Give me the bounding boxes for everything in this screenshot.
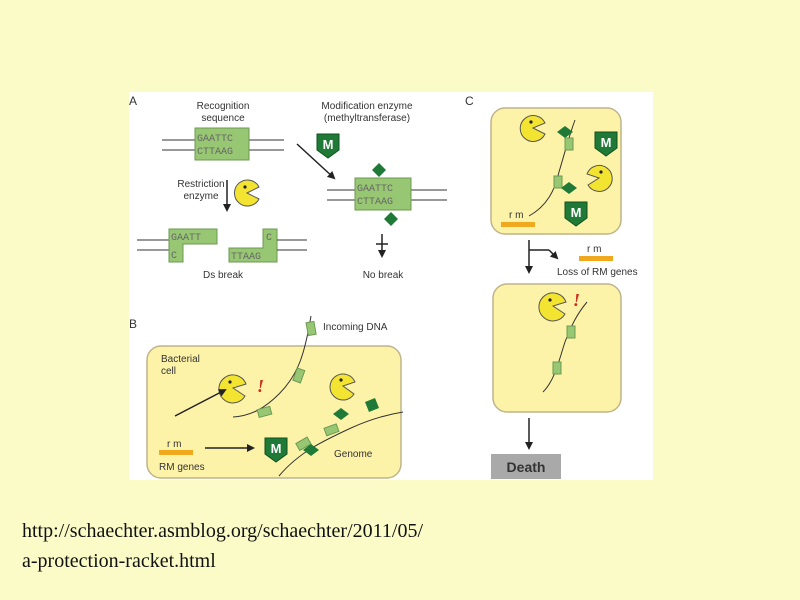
cut-dna-left: GAATT C bbox=[137, 228, 218, 263]
methyl-mark-icon bbox=[557, 126, 573, 138]
source-url-line2: a-protection-racket.html bbox=[22, 550, 216, 572]
methylated-dna: GAATTC CTTAAG bbox=[327, 163, 447, 226]
genome-label: Genome bbox=[334, 449, 373, 460]
restriction-enzyme-label-line1: Restriction bbox=[177, 179, 224, 190]
methyltransferase-icon: M bbox=[264, 437, 288, 463]
cut-left-top: GAATT bbox=[171, 233, 201, 244]
exclaim-mark: ! bbox=[573, 290, 580, 310]
seq-bottom: CTTAAG bbox=[197, 147, 233, 158]
seq-top: GAATTC bbox=[197, 134, 233, 145]
methyl-mark-icon bbox=[384, 212, 398, 226]
loss-of-rm-genes-label: Loss of RM genes bbox=[557, 267, 638, 278]
restriction-enzyme-icon bbox=[586, 164, 613, 192]
panel-c-label: C bbox=[465, 94, 474, 108]
m-letter: M bbox=[271, 441, 282, 456]
exclaim-mark: ! bbox=[257, 376, 264, 396]
source-url-line1: http://schaechter.asmblog.org/schaechter… bbox=[22, 520, 424, 542]
m-letter: M bbox=[601, 135, 612, 150]
incoming-dna-strand bbox=[232, 315, 317, 419]
incoming-dna-label: Incoming DNA bbox=[323, 322, 388, 333]
cut-dna-right: C TTAAG bbox=[228, 228, 307, 263]
bacterial-cell-label-line1: Bacterial bbox=[161, 354, 200, 365]
bacterial-cell-label-line2: cell bbox=[161, 366, 176, 377]
rm-genes-bar bbox=[159, 450, 193, 455]
death-box bbox=[491, 454, 561, 479]
cell-without-rm-genes bbox=[492, 283, 622, 413]
cell-dna-strand-unprotected bbox=[542, 301, 588, 393]
rm-gene-letters: r m bbox=[167, 439, 181, 450]
rm-system-figure: A Recognition sequence GAATTC CTTAAG Res… bbox=[129, 92, 653, 480]
restriction-enzyme-label-line2: enzyme bbox=[183, 191, 218, 202]
ds-break-label: Ds break bbox=[203, 270, 244, 281]
recognition-sequence-label-line1: Recognition bbox=[197, 101, 250, 112]
cut-right-top: C bbox=[266, 233, 272, 244]
restriction-enzyme-icon bbox=[329, 373, 356, 401]
methyltransferase-icon: M bbox=[316, 133, 340, 159]
cut-right-bottom: TTAAG bbox=[231, 252, 261, 263]
methylated-seq-bottom: CTTAAG bbox=[357, 197, 393, 208]
methylated-seq-top: GAATTC bbox=[357, 184, 393, 195]
rm-gene-letters-cell: r m bbox=[509, 210, 523, 221]
modification-enzyme-label-line1: Modification enzyme bbox=[321, 101, 413, 112]
m-letter: M bbox=[571, 205, 582, 220]
methyl-mark-icon bbox=[303, 444, 319, 456]
restriction-enzyme-icon bbox=[538, 292, 567, 322]
recognition-sequence-dna: GAATTC CTTAAG bbox=[162, 127, 284, 161]
recognition-sequence-label-line2: sequence bbox=[201, 113, 245, 124]
restriction-enzyme-icon bbox=[233, 179, 260, 207]
methyl-mark-icon bbox=[365, 398, 379, 412]
cell-dna-strand bbox=[528, 119, 577, 217]
cut-left-bottom: C bbox=[171, 251, 177, 262]
rm-genes-label: RM genes bbox=[159, 462, 205, 473]
source-url[interactable]: http://schaechter.asmblog.org/schaechter… bbox=[22, 516, 423, 576]
no-break-arrow bbox=[376, 234, 388, 258]
methyltransferase-icon: M bbox=[564, 201, 588, 227]
panel-a-label: A bbox=[129, 94, 137, 108]
panel-b-label: B bbox=[129, 317, 137, 331]
methyltransferase-icon: M bbox=[594, 131, 618, 157]
no-break-label: No break bbox=[363, 270, 405, 281]
modification-enzyme-label-line2: (methyltransferase) bbox=[324, 113, 410, 124]
m-letter: M bbox=[323, 137, 334, 152]
genome-strand bbox=[278, 398, 404, 477]
methyl-mark-icon bbox=[372, 163, 386, 177]
rm-genes-bar-lost bbox=[579, 256, 613, 261]
death-label: Death bbox=[507, 459, 546, 475]
modification-arrow bbox=[296, 143, 336, 180]
loss-branch-arrows bbox=[525, 240, 559, 274]
expression-arrow-restriction bbox=[174, 389, 227, 417]
rm-genes-bar-cell bbox=[501, 222, 535, 227]
rm-gene-letters-lost: r m bbox=[587, 244, 601, 255]
cell-with-rm-genes bbox=[490, 107, 622, 235]
restriction-enzyme-icon bbox=[519, 115, 546, 142]
methyl-mark-icon bbox=[561, 182, 577, 194]
methyl-mark-icon bbox=[333, 408, 349, 420]
